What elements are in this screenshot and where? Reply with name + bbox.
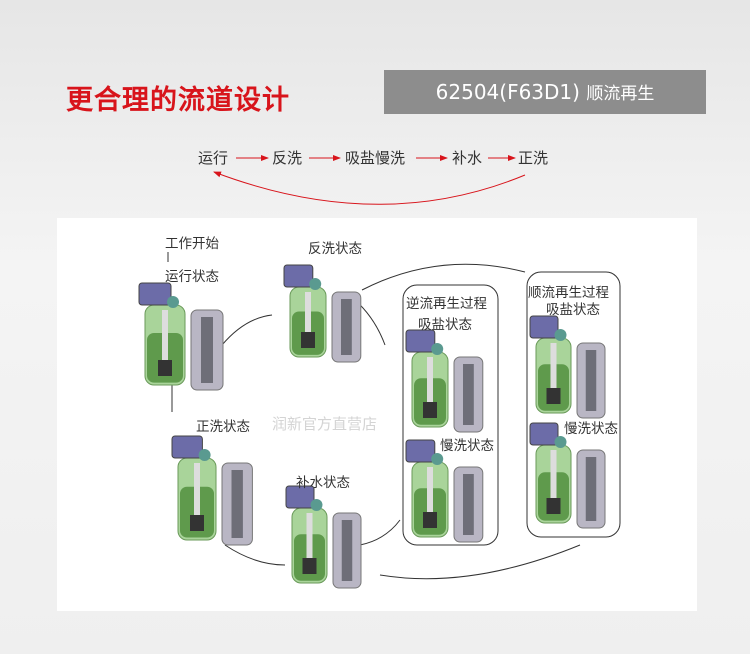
flow-step-rinse: 正洗 — [518, 149, 549, 167]
label-backwash: 反洗状态 — [308, 241, 362, 257]
model-banner: 62504(F63D1) 顺流再生 — [384, 70, 706, 114]
model-suffix: 顺流再生 — [586, 84, 655, 104]
label-co-title: 顺流再生过程 — [528, 285, 609, 301]
label-co-brine: 吸盐状态 — [546, 302, 600, 318]
label-start: 工作开始 — [165, 236, 219, 252]
model-number: 62504(F63D1) — [435, 80, 580, 104]
flow-step-brine: 吸盐慢洗 — [345, 149, 406, 167]
softener-unit — [285, 485, 362, 589]
softener-unit — [405, 329, 484, 433]
flow-arrows — [213, 155, 526, 205]
label-run: 运行状态 — [165, 269, 219, 285]
label-co-slow: 慢洗状态 — [564, 421, 618, 437]
softener-unit — [283, 264, 362, 363]
label-forward: 正洗状态 — [196, 419, 250, 435]
label-refill: 补水状态 — [296, 475, 350, 491]
label-counter-slow: 慢洗状态 — [440, 438, 494, 454]
flow-step-run: 运行 — [198, 149, 229, 167]
label-counter-brine: 吸盐状态 — [418, 317, 472, 333]
softener-unit — [405, 439, 484, 543]
label-counter-title: 逆流再生过程 — [406, 296, 487, 312]
watermark: 润新官方直营店 — [272, 415, 378, 433]
softener-unit — [171, 435, 253, 546]
page-title: 更合理的流道设计 — [66, 85, 290, 116]
flow-step-backwash: 反洗 — [272, 149, 303, 167]
softener-unit — [138, 282, 224, 391]
softener-unit — [529, 422, 606, 529]
flow-step-refill: 补水 — [452, 149, 483, 167]
softener-unit — [529, 315, 606, 419]
